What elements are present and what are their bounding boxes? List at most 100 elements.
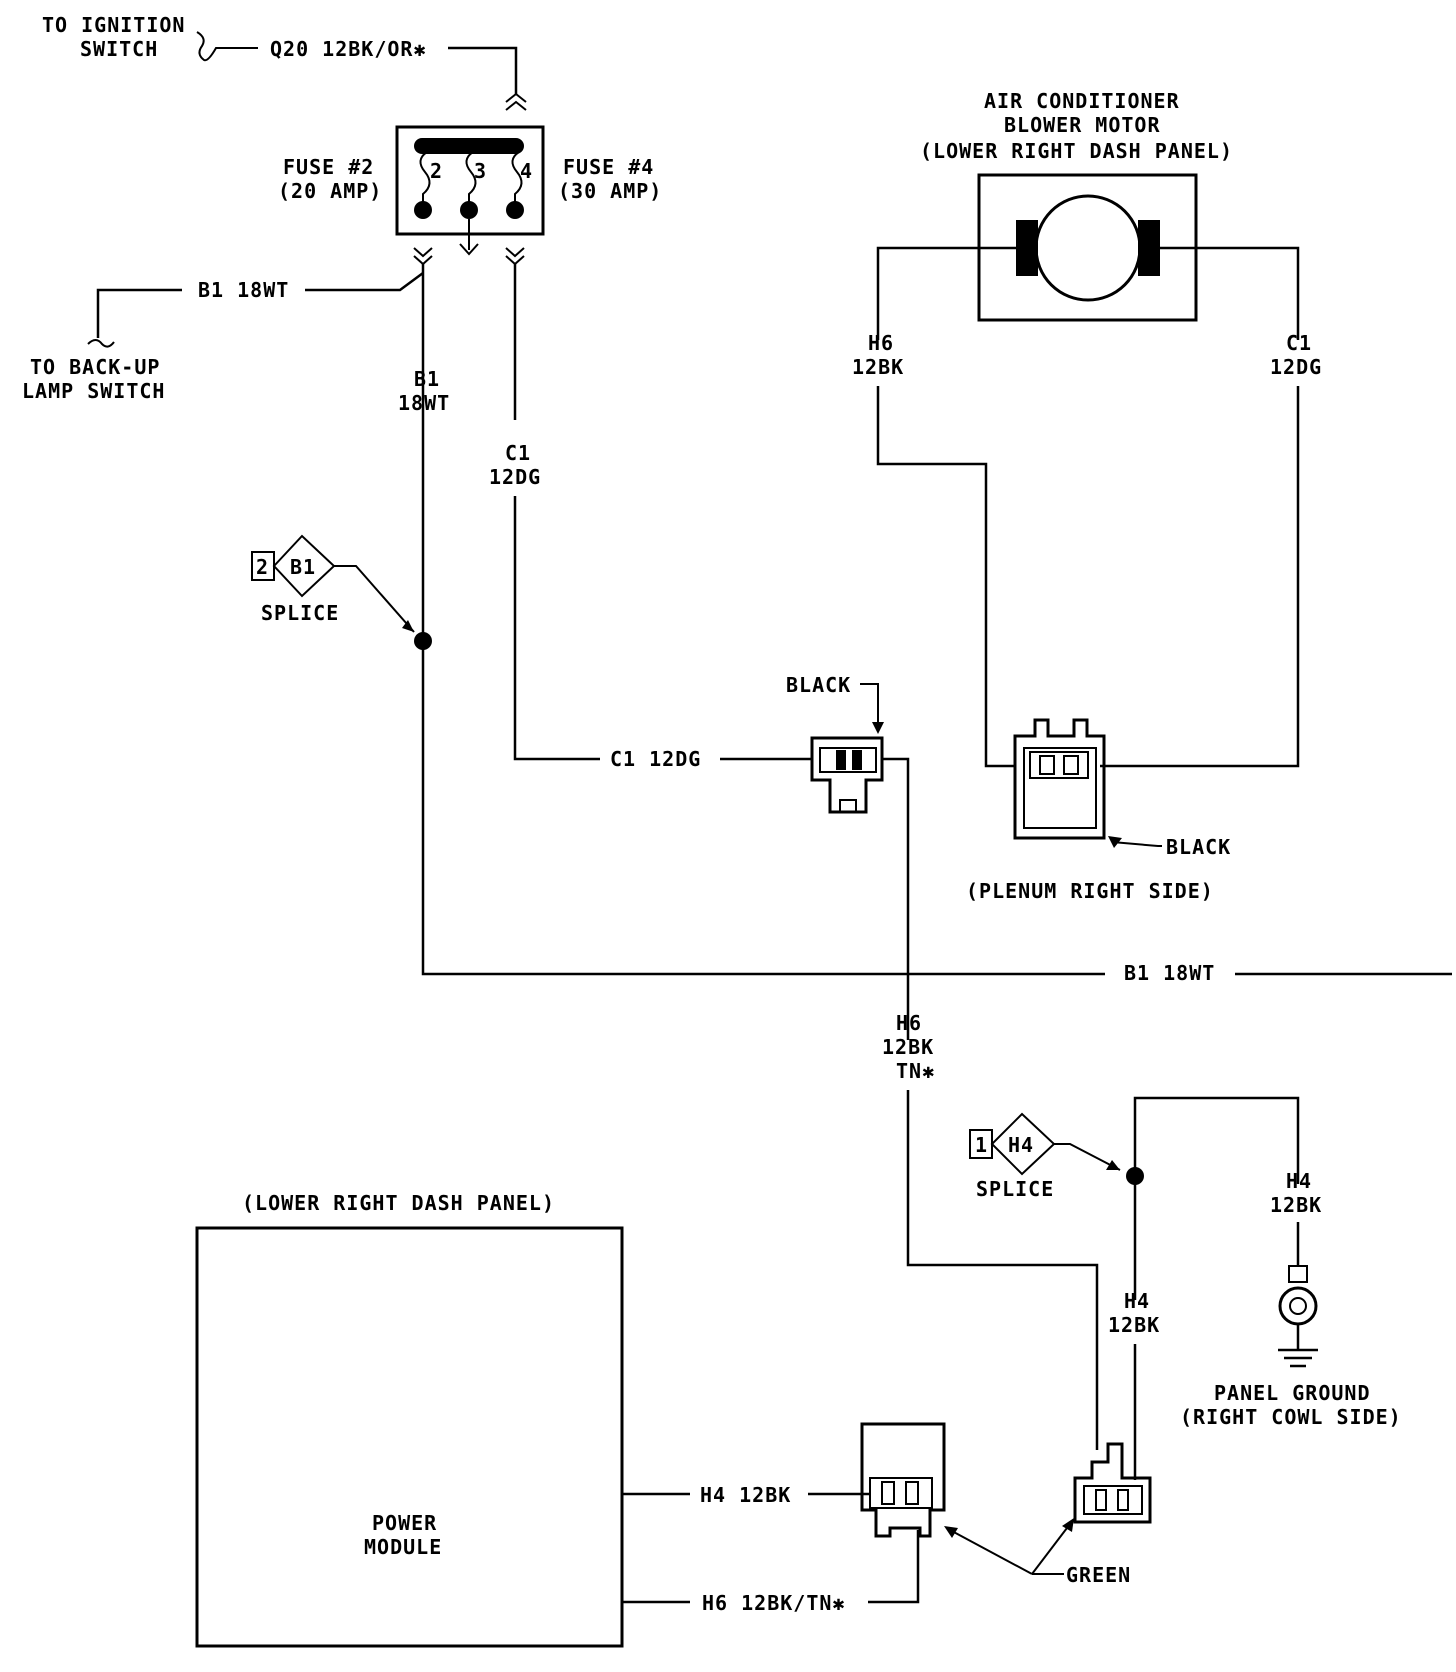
- connector-green-left-cavity: [869, 1477, 933, 1509]
- connector-green-right-pin: [1095, 1489, 1107, 1511]
- splice-h4-number: 1: [975, 1133, 988, 1157]
- backup-wire-label: B1 18WT: [198, 278, 289, 302]
- wire-motor-h6: [876, 246, 1016, 340]
- fuse4-element: [511, 151, 523, 204]
- wire-pm-h6-to-connector: [868, 1530, 920, 1604]
- blower-motor: AIR CONDITIONER BLOWER MOTOR (LOWER RIGH…: [852, 89, 1322, 768]
- panel-ground-line1: PANEL GROUND: [1214, 1381, 1371, 1405]
- motor-c1-gauge: 12DG: [1270, 355, 1322, 379]
- connector-black1-leader: [860, 683, 879, 730]
- wire-h4-ground: [1133, 1096, 1300, 1184]
- fuse3-element: [465, 151, 477, 204]
- h4-vertical-circuit: H4: [1124, 1289, 1150, 1313]
- backup-label-line1: TO BACK-UP: [30, 355, 160, 379]
- ignition-wire-label: Q20 12BK/OR✱: [270, 37, 427, 61]
- connector-green-left-body: [860, 1422, 946, 1538]
- splice-b1-label: SPLICE: [261, 601, 339, 625]
- connector-black1-pin: [836, 750, 846, 770]
- arrow-head-icon: [402, 620, 414, 632]
- splice-h4-id: H4: [1008, 1133, 1034, 1157]
- pm-h4-label: H4 12BK: [700, 1483, 791, 1507]
- connector-black1-label: BLACK: [786, 673, 851, 697]
- connector-plenum-pin: [1039, 755, 1055, 775]
- wire-b1-branch: [305, 271, 424, 292]
- splice-h4-label: SPLICE: [976, 1177, 1054, 1201]
- c1-horizontal-label: C1 12DG: [610, 747, 701, 771]
- h4-ground-circuit: H4: [1286, 1169, 1312, 1193]
- ignition-label-line1: TO IGNITION: [42, 13, 185, 37]
- connector-green-right-pin: [1117, 1489, 1129, 1511]
- connector-arrow-icon: [505, 92, 527, 111]
- bus-bar: [414, 138, 524, 154]
- pm-h6-label: H6 12BK/TN✱: [702, 1591, 845, 1615]
- fuse3-terminal: [460, 201, 478, 219]
- fuse2-connector-icon: [413, 247, 433, 266]
- b1-horizontal-label: B1 18WT: [1124, 961, 1215, 985]
- ground-eyelet-hole: [1289, 1297, 1307, 1315]
- splice-b1-leader: [334, 565, 415, 633]
- motor-icon: [1034, 194, 1142, 302]
- ground-symbol-icon: [1278, 1324, 1318, 1368]
- arrow-head-icon: [944, 1526, 958, 1538]
- motor-h6-gauge: 12BK: [852, 355, 904, 379]
- h6-circuit-label: H6: [896, 1011, 922, 1035]
- motor-c1-circuit: C1: [1286, 331, 1312, 355]
- c1-gauge-label: 12DG: [489, 465, 541, 489]
- connector-plenum-label: BLACK: [1166, 835, 1231, 859]
- blower-motor-line3: (LOWER RIGHT DASH PANEL): [920, 139, 1233, 163]
- h4-ground-gauge: 12BK: [1270, 1193, 1322, 1217]
- h4-vertical-gauge: 12BK: [1108, 1313, 1160, 1337]
- arrow-head-icon: [1062, 1518, 1074, 1532]
- fuse2-label-line2: (20 AMP): [278, 179, 382, 203]
- ground-eyelet-icon: [1278, 1286, 1318, 1326]
- arrow-head-icon: [872, 722, 884, 734]
- backup-lamp-feed: B1 18WT TO BACK-UP LAMP SWITCH B1 18WT: [22, 264, 450, 645]
- connector-black1-pin: [852, 750, 862, 770]
- connector-black1-cavity: [819, 747, 877, 773]
- break-symbol-icon: [87, 339, 115, 348]
- motor-h6-circuit: H6: [868, 331, 894, 355]
- wire-c1-lower: [513, 496, 600, 761]
- fuse2-terminal: [414, 201, 432, 219]
- power-module-box: [195, 1226, 624, 1648]
- break-symbol-icon: [196, 31, 258, 62]
- wire-motor-c1: [1160, 246, 1300, 340]
- green-leader-left: [949, 1529, 1033, 1575]
- b1-horizontal: B1 18WT: [421, 641, 1452, 985]
- fuse-block: 2 3 4 FUSE #2 (20 AMP) FUSE #4 (30 AMP): [278, 125, 662, 266]
- b1-gauge-label: 18WT: [398, 391, 450, 415]
- ground-lug: [1288, 1265, 1308, 1283]
- fuse3-arrow-icon: [459, 219, 479, 256]
- blower-motor-line1: AIR CONDITIONER: [984, 89, 1180, 113]
- h6-run: H6 12BK TN✱: [882, 1011, 1099, 1450]
- fuse4-terminal: [506, 201, 524, 219]
- fuse4-label-line1: FUSE #4: [563, 155, 654, 179]
- connector-plenum-body: [1013, 718, 1106, 840]
- wire-h6-lower: [906, 1090, 1099, 1450]
- fuse2-label-line1: FUSE #2: [283, 155, 374, 179]
- motor-brush-right: [1138, 220, 1160, 276]
- fuse4-label-line2: (30 AMP): [558, 179, 662, 203]
- splice-h4: 1 H4 SPLICE H4 12BK PANEL GROUND (RIGHT …: [969, 1096, 1402, 1480]
- blower-motor-line2: BLOWER MOTOR: [1004, 113, 1161, 137]
- splice-b1: 2 B1 SPLICE: [251, 534, 432, 650]
- cavity-4: 4: [520, 159, 533, 183]
- connector-black-1: BLACK: [786, 673, 910, 1040]
- splice-h4-leader: [1054, 1143, 1121, 1171]
- arrow-head-icon: [1108, 836, 1122, 848]
- wire-h6-down: [882, 757, 910, 1040]
- wire-b1-horizontal: [421, 641, 1105, 976]
- green-leader-right: [1031, 1523, 1071, 1575]
- power-module-location: (LOWER RIGHT DASH PANEL): [242, 1191, 555, 1215]
- motor-brush-left: [1016, 220, 1038, 276]
- power-module-line1: POWER: [372, 1511, 437, 1535]
- ignition-label-line2: SWITCH: [80, 37, 158, 61]
- connector-green-label: GREEN: [1066, 1563, 1131, 1587]
- connector-plenum-leader: [1111, 841, 1162, 847]
- b1-circuit-label: B1: [414, 367, 440, 391]
- c1-circuit-label: C1: [505, 441, 531, 465]
- panel-ground-line2: (RIGHT COWL SIDE): [1180, 1405, 1402, 1429]
- cavity-3: 3: [474, 159, 487, 183]
- connector-plenum: BLACK (PLENUM RIGHT SIDE): [966, 718, 1231, 903]
